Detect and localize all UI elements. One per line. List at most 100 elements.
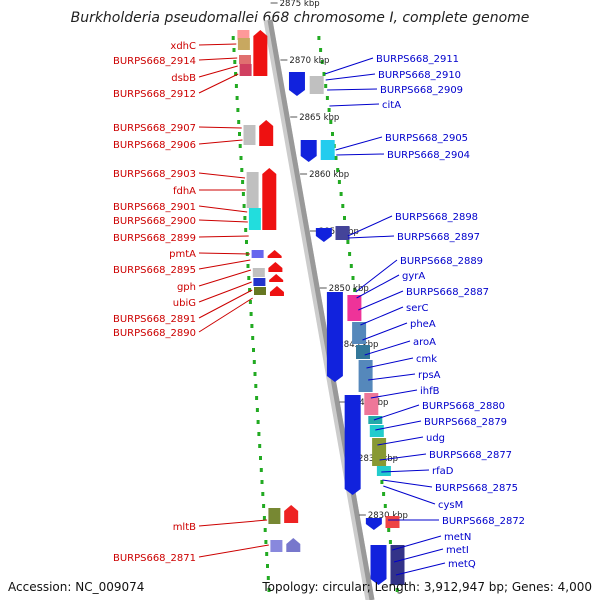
gene-label-right: cmk (416, 354, 437, 365)
feature-arrow-left (269, 286, 284, 296)
tick-mark-right (351, 276, 355, 280)
tick-mark-left (237, 120, 241, 124)
gene-label-right: BURPS668_2887 (406, 287, 489, 298)
gene-label-left: BURPS668_2895 (113, 265, 196, 276)
tick-mark-left (253, 372, 257, 376)
gene-label-right: BURPS668_2911 (376, 54, 459, 65)
leader-line-left (198, 73, 239, 94)
tick-mark-left (248, 300, 252, 304)
leader-line-right (392, 535, 442, 551)
feature-box-right (376, 466, 391, 476)
gene-label-left: BURPS668_2901 (113, 202, 196, 213)
leader-line-left (198, 57, 238, 61)
tick-mark-right (353, 288, 357, 292)
tick-mark-left (233, 60, 237, 64)
tick-mark-left (260, 480, 264, 484)
tick-mark-left (265, 552, 269, 556)
kbp-label: 2865 kbp (299, 113, 339, 123)
gene-label-right: BURPS668_2889 (400, 256, 483, 267)
feature-box-left (251, 250, 264, 258)
tick-mark-left (242, 204, 246, 208)
gene-label-right: rpsA (418, 370, 441, 381)
feature-box-left (243, 125, 256, 145)
tick-mark-right (320, 60, 324, 64)
leader-line-left (198, 235, 249, 238)
leader-line-right (377, 436, 424, 446)
gene-label-left: fdhA (173, 186, 196, 197)
tick-mark-right (329, 120, 333, 124)
tick-mark-right (388, 540, 392, 544)
leader-line-right (368, 373, 416, 381)
tick-mark-right (349, 264, 353, 268)
feature-box-right (390, 545, 405, 585)
gene-label-right: BURPS668_2897 (397, 232, 480, 243)
gene-label-left: xdhC (170, 41, 196, 52)
tick-mark-left (248, 288, 252, 292)
gene-label-right: BURPS668_2909 (380, 85, 463, 96)
leader-line-right (358, 290, 404, 311)
tick-mark-left (256, 420, 260, 424)
leader-line-right (375, 420, 422, 431)
feature-box-left (237, 38, 250, 50)
gene-label-left: BURPS668_2912 (113, 89, 196, 100)
feature-box-left (252, 268, 265, 277)
leader-line-right (325, 73, 376, 81)
kbp-label: 2875 kbp (280, 0, 320, 9)
gene-label-right: metN (444, 532, 471, 543)
feature-arrow-left (268, 262, 283, 272)
gene-label-left: BURPS668_2900 (113, 216, 196, 227)
leader-line-left (198, 544, 269, 558)
kbp-label: 2850 kbp (329, 284, 369, 294)
gene-label-right: ihfB (420, 386, 440, 397)
gene-label-right: serC (406, 303, 428, 314)
leader-line-left (198, 269, 252, 287)
gene-label-right: BURPS668_2910 (378, 70, 461, 81)
kbp-label: 2860 kbp (309, 170, 349, 180)
tick-mark-left (240, 168, 244, 172)
tick-mark-right (383, 504, 387, 508)
feature-box-left (270, 540, 283, 552)
tick-mark-left (244, 228, 248, 232)
gene-label-right: cysM (438, 500, 463, 511)
gene-label-right: BURPS668_2872 (442, 516, 525, 527)
feature-arrow-left (262, 168, 277, 230)
leader-line-left (198, 281, 252, 303)
tick-mark-left (241, 192, 245, 196)
tick-mark-right (325, 96, 329, 100)
tick-mark-right (324, 84, 328, 88)
tick-mark-left (263, 528, 267, 532)
tick-mark-left (251, 336, 255, 340)
tick-mark-left (241, 180, 245, 184)
leader-line-right (381, 469, 430, 473)
tick-mark-left (258, 444, 262, 448)
tick-mark-left (238, 144, 242, 148)
tick-mark-left (243, 216, 247, 220)
tick-mark-left (259, 456, 262, 460)
gene-label-left: ubiG (173, 298, 196, 309)
leader-line-right (370, 389, 418, 399)
leader-line-right (366, 357, 414, 369)
gene-label-right: rfaD (432, 466, 454, 477)
gene-label-right: BURPS668_2905 (385, 133, 468, 144)
gene-label-right: metQ (448, 559, 476, 570)
gene-label-left: BURPS668_2907 (113, 123, 196, 134)
tick-mark-left (267, 588, 271, 592)
feature-arrow-left (284, 505, 299, 523)
feature-arrow-left (267, 250, 282, 258)
leader-line-right (364, 340, 411, 356)
gene-label-right: citA (382, 100, 401, 111)
tick-mark-left (234, 84, 238, 88)
feature-box-left (248, 208, 261, 230)
leader-line-left (198, 205, 248, 213)
gene-label-right: metI (446, 545, 469, 556)
tick-mark-left (239, 156, 243, 160)
leader-line-right (362, 322, 408, 341)
feature-box-left (253, 278, 266, 286)
leader-line-left (198, 219, 248, 223)
feature-box-left (239, 55, 251, 64)
tick-mark-right (336, 168, 340, 172)
tick-mark-left (235, 96, 239, 100)
feature-box-left (237, 30, 250, 40)
accession-text: Accession: NC_009074 (8, 580, 145, 594)
leader-line-left (198, 519, 268, 527)
